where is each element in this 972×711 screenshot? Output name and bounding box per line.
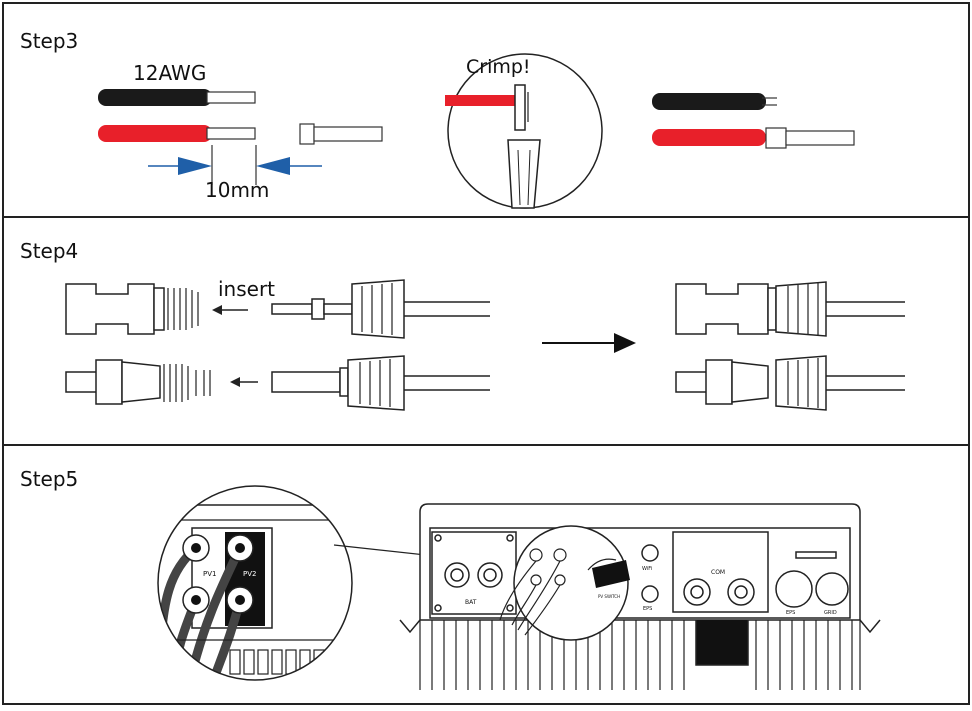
connector-housing-bottom xyxy=(65,359,211,405)
eps-label: EPS xyxy=(786,610,795,616)
assembled-connector-top xyxy=(675,281,905,337)
step3-title: Step3 xyxy=(20,29,78,53)
strip-length-dimension xyxy=(148,145,322,185)
red-wire-stripped xyxy=(98,125,256,142)
step3-panel: Step3 12AWG 10mm xyxy=(20,29,855,209)
crimp-detail-circle: Crimp! xyxy=(445,53,603,209)
pv2-label: PV2 xyxy=(243,570,256,578)
com-label: COM xyxy=(711,569,725,576)
pv-switch-label: PV SWITCH xyxy=(598,594,620,599)
step5-title: Step5 xyxy=(20,467,78,491)
grid-port xyxy=(815,572,849,606)
step4-title: Step4 xyxy=(20,239,78,263)
step4-panel: Step4 insert xyxy=(20,239,905,411)
right-arrow-icon xyxy=(614,333,636,353)
grid-label: GRID xyxy=(824,610,837,616)
inverter-unit xyxy=(399,503,881,690)
crimp-label: Crimp! xyxy=(466,56,531,78)
wire-gauge-label: 12AWG xyxy=(133,61,206,85)
assembled-connector-bottom xyxy=(675,355,905,411)
black-wire-stripped xyxy=(98,89,256,106)
wifi-label: WiFi xyxy=(642,566,652,572)
left-arrow-icon xyxy=(230,377,240,387)
left-pointing-arrow-icon xyxy=(256,157,290,175)
pv-port-zoom-circle: PV1 PV2 xyxy=(157,485,353,681)
right-pointing-arrow-icon xyxy=(178,157,212,175)
red-wire-finished xyxy=(652,127,855,149)
left-arrow-icon xyxy=(212,305,222,315)
eps-port xyxy=(775,570,813,608)
wifi-port xyxy=(641,544,659,562)
black-wire-finished xyxy=(652,93,777,110)
step5-panel: Step5 xyxy=(20,467,881,690)
connector-pin-top xyxy=(271,279,490,339)
bat-label: BAT xyxy=(465,599,477,606)
eps-small-label: EPS xyxy=(643,606,652,612)
connector-pin-bottom xyxy=(271,355,490,411)
pv-port-highlight-circle: PV SWITCH xyxy=(499,525,630,641)
pv1-label: PV1 xyxy=(203,570,216,578)
strip-length-label: 10mm xyxy=(205,178,269,202)
connector-housing-top xyxy=(65,283,199,335)
pv-switch-knob xyxy=(592,560,630,588)
crimp-terminal xyxy=(299,123,383,145)
insert-label: insert xyxy=(218,277,275,301)
eps-small-port xyxy=(641,585,659,603)
